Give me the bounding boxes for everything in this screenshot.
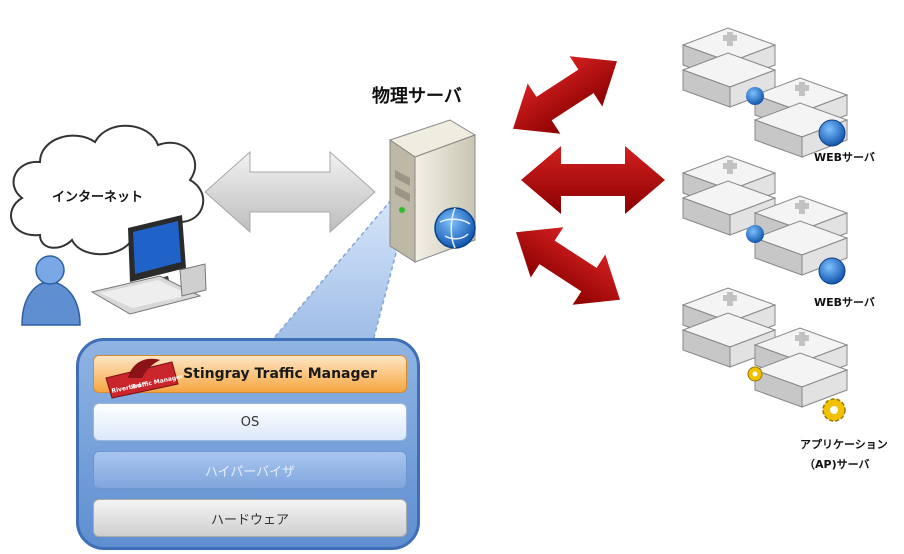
hypervisor-label: ハイパーバイザ <box>204 464 296 480</box>
server-group-3-label-line1: アプリケーション <box>800 438 888 451</box>
server-group-1 <box>681 27 849 158</box>
hardware-layer: ハードウェア <box>93 499 407 537</box>
os-label: OS <box>240 414 260 430</box>
hardware-label: ハードウェア <box>210 512 289 528</box>
os-layer: OS <box>93 403 407 441</box>
software-stack: Riverbed Traffic Manager Stingray Traffi… <box>76 338 420 550</box>
server-group-3-label-line2: （AP)サーバ <box>804 458 870 471</box>
red-arrow-middle <box>521 146 665 214</box>
physical-server-icon <box>388 119 477 263</box>
gear-icon <box>822 398 846 422</box>
server-group-2 <box>681 155 849 285</box>
server-group-1-label: WEBサーバ <box>814 151 875 164</box>
physical-server-label: 物理サーバ <box>372 86 462 107</box>
gray-double-arrow <box>204 150 376 234</box>
stingray-layer: Riverbed Traffic Manager Stingray Traffi… <box>93 355 407 399</box>
globe-icon <box>746 87 764 105</box>
computer-icon <box>90 215 207 315</box>
riverbed-logo-icon: Riverbed Traffic Manager <box>105 358 182 399</box>
server-group-2-label: WEBサーバ <box>814 296 875 309</box>
globe-icon <box>746 225 764 243</box>
red-arrow-top <box>513 56 617 134</box>
hypervisor-layer: ハイパーバイザ <box>93 451 407 489</box>
internet-label: インターネット <box>52 190 144 205</box>
gear-icon <box>747 366 763 382</box>
server-group-3 <box>681 287 849 422</box>
stingray-label: Stingray Traffic Manager <box>183 366 377 382</box>
globe-icon <box>818 257 846 285</box>
user-icon <box>21 255 81 326</box>
globe-icon <box>818 119 846 147</box>
red-arrow-bottom <box>516 227 620 305</box>
